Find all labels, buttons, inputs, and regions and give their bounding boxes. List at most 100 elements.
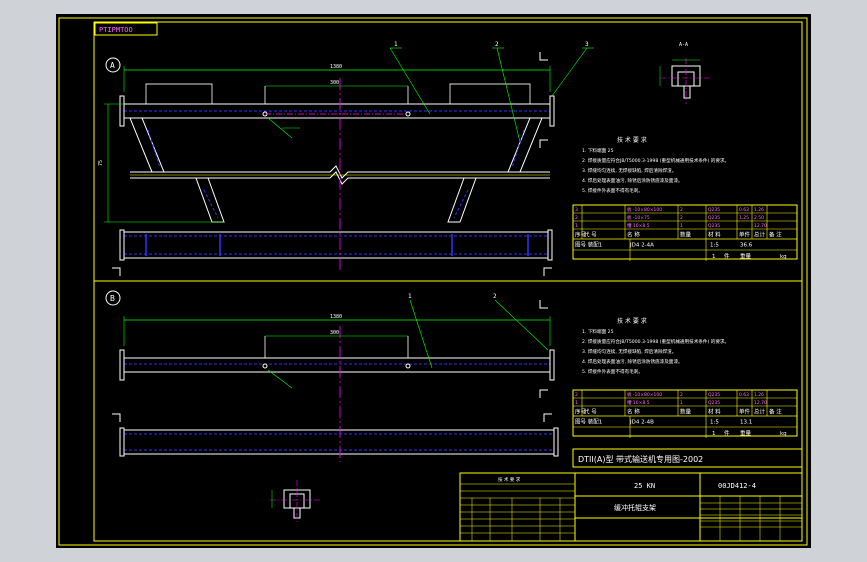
section-detail-web xyxy=(683,85,691,99)
note-line: 4. 焊后处理表面油污, 除锈后涂防锈底漆及面漆。 xyxy=(582,177,683,184)
bom-cell: Q235 xyxy=(708,392,720,398)
section-arrow xyxy=(112,413,121,422)
bom-cell: 1 xyxy=(575,223,578,229)
bom-cell: 2 xyxy=(680,207,683,213)
break-line-bottom xyxy=(130,171,550,185)
bom-footer-cell: 1:5 xyxy=(710,420,719,426)
end-plate xyxy=(119,349,125,381)
bom-cell: Q235 xyxy=(708,400,720,406)
note-line: 3. 焊缝均匀连续, 无焊接缺陷, 焊后清除焊渣。 xyxy=(582,167,676,174)
title-part-name: 缓冲托辊支架 xyxy=(614,503,656,512)
bom-header-cell: 序号 xyxy=(575,408,587,416)
bom-header-cell: 总计 xyxy=(754,231,766,239)
section-arrow-left xyxy=(112,267,121,276)
outer-border xyxy=(58,17,808,546)
bom-cell: 1.26 xyxy=(754,392,764,398)
hidden-line xyxy=(511,129,525,169)
bolt-hole xyxy=(262,363,268,369)
bom-footer2-cell: 重量 xyxy=(740,252,752,260)
section-arrow-top xyxy=(539,52,548,61)
revision-grid xyxy=(700,496,802,541)
bom-cell: 1 xyxy=(575,400,578,406)
bom-footer-cell: 36.6 xyxy=(740,243,753,249)
notes-heading-a: 技 术 要 求 xyxy=(617,136,647,144)
bom-footer2-cell: kg xyxy=(780,254,787,260)
bom-footer2-cell: 1 xyxy=(712,254,716,260)
title-load: 25 KN xyxy=(634,482,655,490)
upper-block xyxy=(145,83,213,105)
bom-cell: 1 xyxy=(680,400,683,406)
end-plate xyxy=(553,427,559,457)
view-b-marker: B xyxy=(110,294,115,303)
bom-cell: 2.50 xyxy=(754,215,764,221)
hidden-line xyxy=(453,189,469,219)
bom-footer-cell: 图号 装配1 xyxy=(575,241,602,249)
hidden-line xyxy=(147,129,161,169)
view-a-marker-circle xyxy=(105,57,121,73)
section-mark-a: A-A xyxy=(679,42,688,48)
bom-cell: Q235 xyxy=(708,207,720,213)
note-line: 2. 焊接质量应符合JB/T5000.3-1998 (重型机械通用技术条件) 的… xyxy=(582,157,729,164)
callout-2-a: 2 xyxy=(495,41,499,48)
bom-footer-cell: JD4 2-4A xyxy=(629,243,654,249)
bom-footer2-cell: 件 xyxy=(724,429,730,437)
end-plate xyxy=(547,229,553,261)
note-line: 4. 焊后处理表面油污, 除锈后涂防锈底漆及面漆。 xyxy=(582,358,683,365)
view-a: A 1380 300 xyxy=(98,41,798,276)
title-tag-box xyxy=(94,22,158,36)
weld-leader-a xyxy=(267,117,293,139)
end-plate xyxy=(549,349,555,381)
leader-3-a xyxy=(551,47,588,97)
bom-cell: 0.63 xyxy=(739,207,749,213)
bom-header-cell: 材 料 xyxy=(708,231,721,239)
bom-footer-cell: 1:5 xyxy=(710,243,719,249)
signature-grid xyxy=(460,483,575,541)
bom-cell: 0.63 xyxy=(739,392,749,398)
section-arrow xyxy=(543,413,552,422)
bom-header-cell: 名 称 xyxy=(627,231,640,239)
bom-cell: 板 -10×80×100 xyxy=(627,206,662,213)
end-plate xyxy=(119,229,125,261)
title-drawing-no: 00JD412-4 xyxy=(718,482,756,490)
upper-block xyxy=(449,83,531,105)
bom-header-cell: 序号 xyxy=(575,231,587,239)
title-banner: DTII(A)型 带式输送机专用图-2002 xyxy=(578,454,703,464)
bom-footer2-cell: 重量 xyxy=(740,429,752,437)
bom-cell: Q235 xyxy=(708,223,720,229)
leader-2-b xyxy=(494,299,549,351)
leg-lower-right xyxy=(447,177,477,223)
bom-cell: 槽 10×8.5 xyxy=(627,399,650,406)
bom-header-cell: 单件 xyxy=(739,231,751,239)
bom-cell: Q235 xyxy=(708,215,720,221)
notes-a: 1. 下料端面 25 2. 焊接质量应符合JB/T5000.3-1998 (重型… xyxy=(582,147,729,194)
bom-cell: 板 -10×75 xyxy=(627,214,650,221)
bom-header-cell: 备 注 xyxy=(769,408,782,416)
title-sub-heading: 技 术 要 求 xyxy=(498,476,521,483)
note-line: 5. 焊接件外表面不得有毛刺。 xyxy=(582,187,643,194)
bom-header-cell: 代 号 xyxy=(584,231,597,239)
banner-box xyxy=(572,448,803,468)
notes-b: 1. 下料端面 25 2. 焊接质量应符合JB/T5000.3-1998 (重型… xyxy=(582,328,729,375)
title-block-frame xyxy=(459,472,803,542)
leader-1-b xyxy=(409,299,433,369)
note-line: 3. 焊缝均匀连续, 无焊接缺陷, 焊后清除焊渣。 xyxy=(582,348,676,355)
section-arrow-bottom xyxy=(539,139,548,148)
view-a-marker: A xyxy=(110,61,115,70)
bom-footer2-cell: 件 xyxy=(724,252,730,260)
view-b-marker-circle xyxy=(105,290,121,306)
bom-header-cell: 名 称 xyxy=(627,408,640,416)
bom-cell: 1.26 xyxy=(754,207,764,213)
break-line-top xyxy=(130,165,550,179)
callout-1-b: 1 xyxy=(408,293,412,300)
bom-cell: 3 xyxy=(575,207,578,213)
bom-header-cell: 备 注 xyxy=(769,231,782,239)
bom-cell: 12.70 xyxy=(754,223,767,229)
leader-2-a xyxy=(496,47,521,143)
note-line: 2. 焊接质量应符合JB/T5000.3-1998 (重型机械通用技术条件) 的… xyxy=(582,338,729,345)
hidden-line xyxy=(203,189,219,219)
bom-footer2-cell: kg xyxy=(780,431,787,437)
bom-header-cell: 总计 xyxy=(754,408,766,416)
bom-cell: 12.70 xyxy=(754,400,767,406)
dim-mid-a: 300 xyxy=(330,80,339,86)
